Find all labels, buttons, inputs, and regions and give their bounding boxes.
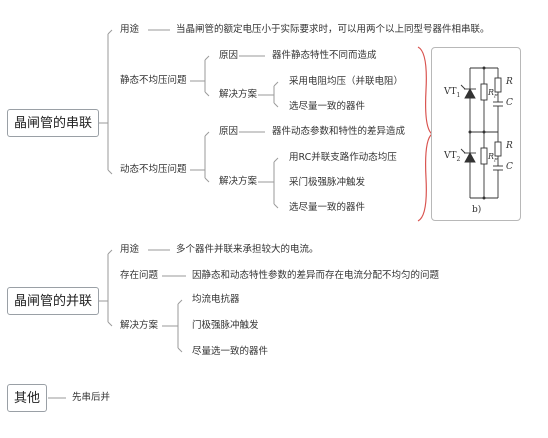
figure-caption: b) xyxy=(472,205,482,215)
rp1-label: RP xyxy=(488,88,498,100)
parallel-solution-item: 尽量选一致的器件 xyxy=(192,346,269,357)
series-usage-text: 当晶闸管的额定电压小于实际要求时，可以用两个以上同型号器件相串联。 xyxy=(176,24,490,35)
static-cause-text: 器件静态特性不同而造成 xyxy=(272,50,377,61)
parallel-solution-item: 均流电抗器 xyxy=(192,294,240,305)
dynamic-problem-label: 动态不均压问题 xyxy=(120,164,187,175)
other-root-node[interactable]: 其他 xyxy=(7,384,48,412)
parallel-usage-text: 多个器件并联来承担较大的电流。 xyxy=(176,244,319,255)
static-solution-item: 采用电阻均压（并联电阻） xyxy=(289,76,404,87)
parallel-usage-label: 用途 xyxy=(120,244,140,255)
dynamic-solution-item: 用RC并联支路作动态均压 xyxy=(289,152,397,163)
dynamic-solution-item: 选尽量一致的器件 xyxy=(289,202,366,213)
parallel-problem-label: 存在问题 xyxy=(120,270,159,281)
circuit-figure: VT1 VT2 RP RP R R C C b) xyxy=(431,47,521,221)
c2-label: C xyxy=(506,162,513,172)
static-cause-label: 原因 xyxy=(219,50,239,61)
dynamic-cause-text: 器件动态参数和特性的差异造成 xyxy=(272,126,406,137)
series-usage-label: 用途 xyxy=(120,24,140,35)
c1-label: C xyxy=(506,98,513,108)
static-solution-label: 解决方案 xyxy=(219,89,258,100)
vt1-label: VT1 xyxy=(444,87,461,99)
parallel-solution-label: 解决方案 xyxy=(120,320,159,331)
r1-label: R xyxy=(506,77,513,87)
parallel-problem-text: 因静态和动态特性参数的差异而存在电流分配不均匀的问题 xyxy=(192,270,440,281)
other-text: 先串后并 xyxy=(72,392,111,403)
dynamic-solution-label: 解决方案 xyxy=(219,176,258,187)
r2-label: R xyxy=(506,141,513,151)
static-solution-item: 选尽量一致的器件 xyxy=(289,101,366,112)
static-problem-label: 静态不均压问题 xyxy=(120,75,187,86)
parallel-root-node[interactable]: 晶闸管的并联 xyxy=(7,287,100,315)
vt2-label: VT2 xyxy=(444,151,461,163)
rp2-label: RP xyxy=(488,152,498,164)
dynamic-cause-label: 原因 xyxy=(219,126,239,137)
circuit-diagram xyxy=(460,66,503,200)
dynamic-solution-item: 采门极强脉冲触发 xyxy=(289,177,366,188)
parallel-solution-item: 门极强脉冲触发 xyxy=(192,320,259,331)
series-root-node[interactable]: 晶闸管的串联 xyxy=(7,109,100,137)
